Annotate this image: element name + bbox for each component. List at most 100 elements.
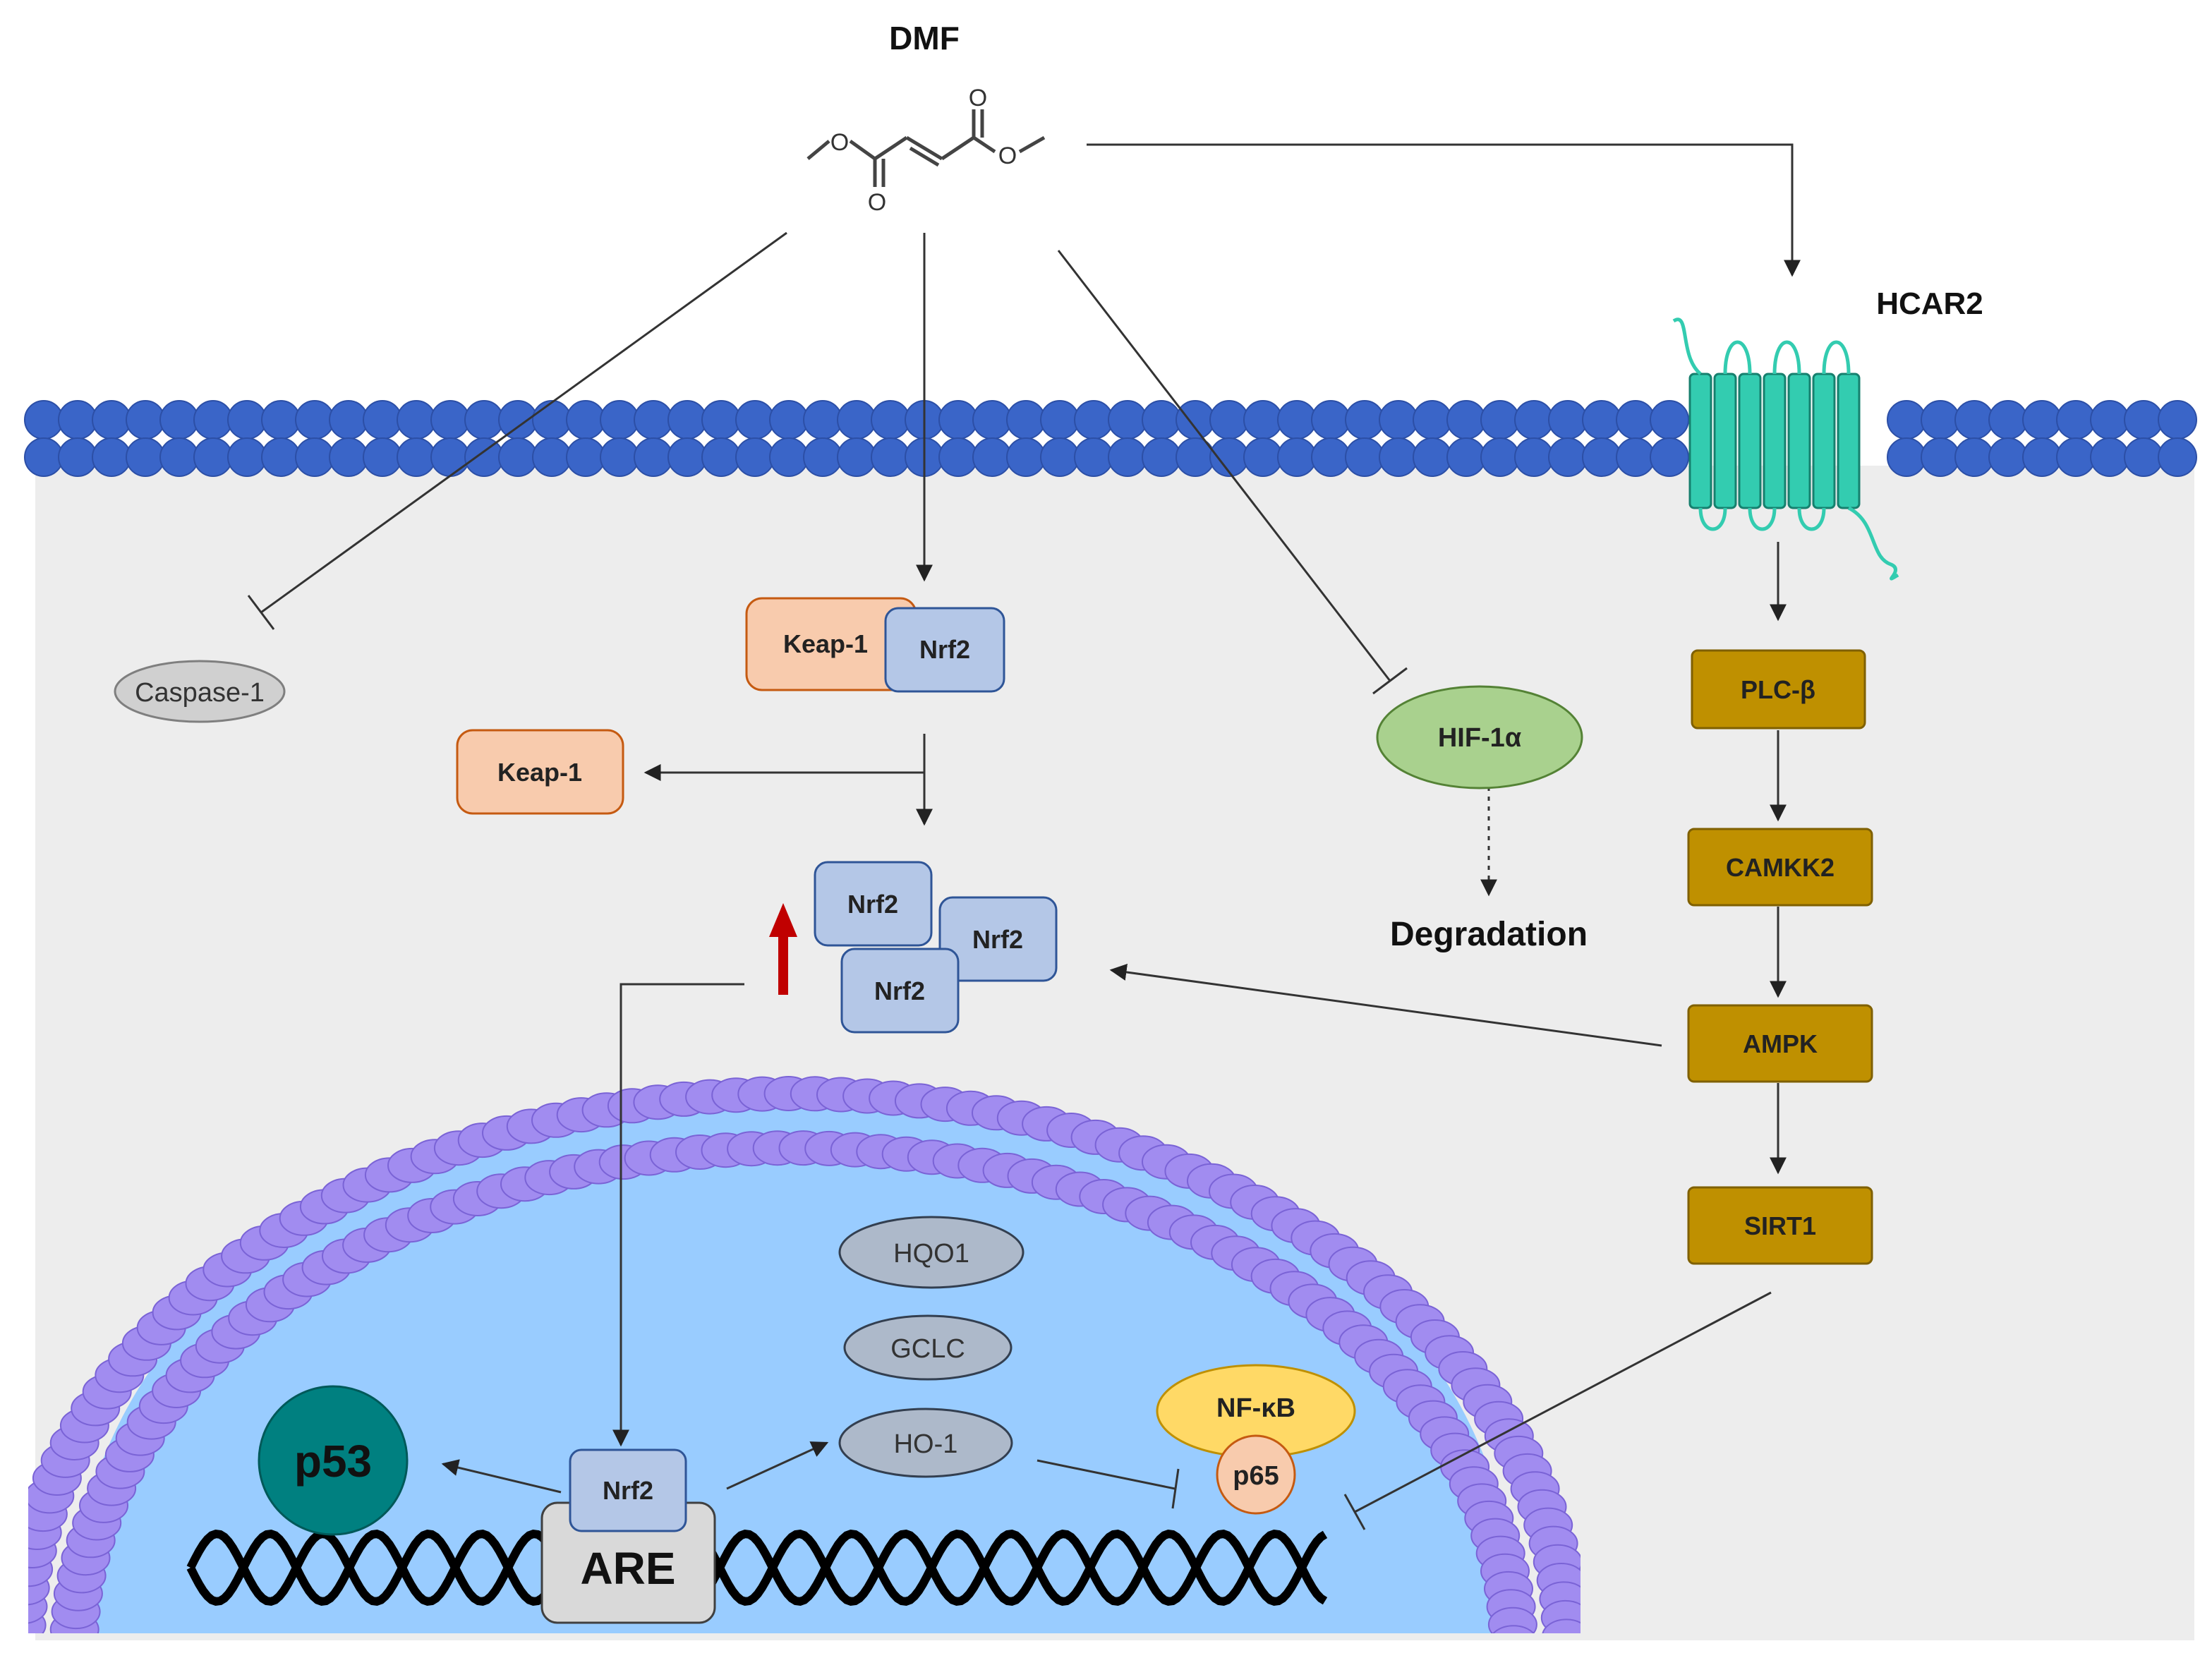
- membrane-lipid-bead: [871, 400, 910, 440]
- membrane-lipid-bead: [227, 400, 267, 440]
- hqo1-label: HQO1: [893, 1239, 969, 1269]
- membrane-lipid-bead: [1074, 400, 1113, 440]
- nrf2-cluster-node-3: [840, 948, 960, 1034]
- nf-kb-label: NF-κB: [1216, 1393, 1295, 1423]
- camkk2-node: [1687, 828, 1873, 907]
- membrane-lipid-bead: [1616, 400, 1655, 440]
- membrane-lipid-bead: [938, 437, 978, 477]
- membrane-lipid-bead: [1413, 400, 1452, 440]
- membrane-lipid-bead: [735, 437, 775, 477]
- membrane-lipid-bead: [329, 437, 368, 477]
- membrane-lipid-bead: [1446, 400, 1486, 440]
- gclc-label: GCLC: [890, 1334, 965, 1364]
- membrane-lipid-bead: [1311, 400, 1350, 440]
- sirt1-label: SIRT1: [1744, 1211, 1816, 1240]
- membrane-lipid-bead: [2090, 437, 2129, 477]
- membrane-lipid-bead: [295, 400, 334, 440]
- membrane-lipid-bead: [397, 400, 436, 440]
- membrane-lipid-bead: [159, 400, 199, 440]
- nrf2-complex-node: [884, 607, 1005, 693]
- membrane-lipid-bead: [1345, 437, 1384, 477]
- envelope-lipid-bead: [1542, 1618, 1581, 1633]
- upregulation-arrow-icon: [769, 903, 797, 995]
- membrane-lipid-bead: [1277, 437, 1317, 477]
- membrane-lipid-bead: [837, 400, 876, 440]
- membrane-lipid-bead: [1243, 400, 1283, 440]
- membrane-lipid-bead: [464, 400, 504, 440]
- dna-helix: [186, 1529, 1328, 1606]
- membrane-lipid-bead: [24, 400, 64, 440]
- nrf2-to-p53-arrow: [441, 1459, 562, 1494]
- membrane-lipid-bead: [1887, 400, 1926, 440]
- membrane-lipid-bead: [1954, 437, 1994, 477]
- membrane-lipid-bead: [803, 437, 842, 477]
- membrane-lipid-bead: [769, 400, 809, 440]
- membrane-lipid-bead: [1988, 400, 2028, 440]
- dmf-chemical-structure: [806, 109, 1046, 187]
- membrane-lipid-bead: [938, 400, 978, 440]
- membrane-lipid-bead: [634, 437, 673, 477]
- membrane-lipid-bead: [1108, 400, 1147, 440]
- membrane-lipid-bead: [634, 400, 673, 440]
- membrane-lipid-bead: [92, 400, 131, 440]
- membrane-lipid-bead: [1311, 437, 1350, 477]
- membrane-lipid-bead: [1243, 437, 1283, 477]
- membrane-lipid-bead: [1379, 437, 1418, 477]
- membrane-lipid-bead: [159, 437, 199, 477]
- membrane-lipid-bead: [566, 400, 605, 440]
- membrane-lipid-bead: [972, 400, 1012, 440]
- membrane-lipid-bead: [1582, 400, 1621, 440]
- caspase-1-label: Caspase-1: [135, 678, 265, 708]
- nrf2-cluster-label-2: Nrf2: [972, 925, 1023, 954]
- membrane-lipid-bead: [803, 400, 842, 440]
- p65-label: p65: [1233, 1461, 1279, 1491]
- membrane-lipid-bead: [1175, 400, 1215, 440]
- membrane-lipid-bead: [363, 400, 402, 440]
- membrane-lipid-bead: [126, 400, 165, 440]
- keap-1-free-node: [456, 729, 624, 815]
- membrane-lipid-bead: [295, 437, 334, 477]
- membrane-lipid-bead: [1074, 437, 1113, 477]
- membrane-lipid-bead: [464, 437, 504, 477]
- membrane-lipid-bead: [58, 400, 97, 440]
- membrane-lipid-bead: [1514, 437, 1554, 477]
- caspase-1-node: [114, 660, 286, 723]
- membrane-lipid-bead: [261, 437, 301, 477]
- dna-strand-1: [186, 1529, 1328, 1606]
- dmf-title: DMF: [889, 20, 960, 56]
- nrf2-nuclear-translocation-arrow: [612, 983, 744, 1447]
- p53-label: p53: [294, 1436, 372, 1487]
- dmf-to-hcar2-arrow: [1087, 143, 1801, 277]
- membrane-lipid-bead: [1379, 400, 1418, 440]
- sirt1-node: [1687, 1186, 1873, 1265]
- membrane-lipid-bead: [600, 437, 639, 477]
- plasma-membrane: [24, 400, 2197, 477]
- membrane-lipid-bead: [1954, 400, 1994, 440]
- keap-1-complex-label: Keap-1: [783, 629, 868, 658]
- membrane-lipid-bead: [126, 437, 165, 477]
- membrane-lipid-bead: [1006, 437, 1046, 477]
- receptor-helix: [1763, 373, 1787, 509]
- ampk-to-nrf2-arrow: [1109, 964, 1662, 1047]
- hif-1a-label: HIF-1α: [1438, 723, 1521, 753]
- dmf-oxygen-2: O: [868, 189, 886, 216]
- membrane-lipid-bead: [1345, 400, 1384, 440]
- gclc-node: [843, 1314, 1013, 1381]
- membrane-lipid-bead: [193, 437, 233, 477]
- membrane-lipid-bead: [1209, 400, 1249, 440]
- membrane-lipid-bead: [769, 437, 809, 477]
- membrane-lipid-bead: [2056, 437, 2096, 477]
- plc-beta-label: PLC-β: [1741, 675, 1815, 704]
- membrane-lipid-bead: [227, 437, 267, 477]
- membrane-lipid-bead: [2090, 400, 2129, 440]
- nuclear-nrf2-node: [569, 1448, 687, 1532]
- membrane-lipid-bead: [1582, 437, 1621, 477]
- membrane-lipid-bead: [1548, 437, 1588, 477]
- membrane-lipid-bead: [735, 400, 775, 440]
- ho-1-node: [838, 1408, 1013, 1478]
- hcar2-label: HCAR2: [1876, 286, 1983, 321]
- hif-1a-node: [1376, 685, 1583, 789]
- receptor-helix: [1787, 373, 1811, 509]
